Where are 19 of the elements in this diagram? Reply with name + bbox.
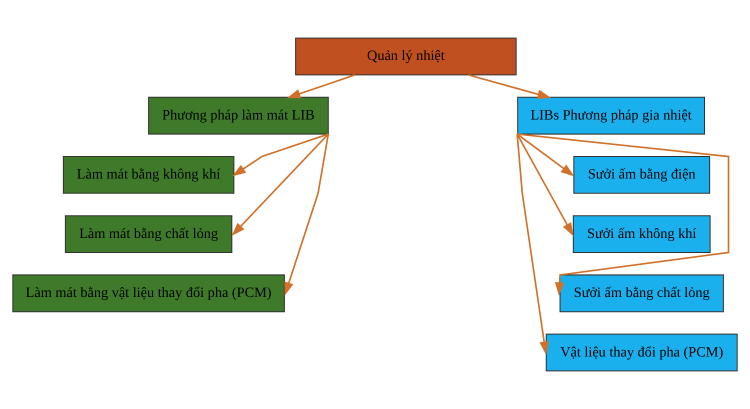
node-box: Sưởi ấm bằng điện	[573, 156, 710, 194]
node-box: Phương pháp làm mát LIB	[148, 96, 329, 135]
node-box: Sưởi ấm không khí	[572, 215, 711, 253]
arrow	[516, 133, 574, 176]
node-box: Sưởi ấm bằng chất lỏng	[560, 274, 724, 312]
arrow	[517, 133, 730, 296]
node-box: Làm mát bằng vật liệu thay đổi pha (PCM)	[12, 274, 285, 312]
arrow	[468, 74, 552, 99]
arrow	[232, 133, 329, 176]
arrow	[232, 134, 329, 236]
node-box: Làm mát bằng chất lỏng	[64, 215, 232, 253]
node-box: Quản lý nhiệt	[295, 38, 517, 76]
arrow	[284, 134, 330, 296]
arrow	[286, 74, 355, 98]
node-box: Vật liệu thay đổi pha (PCM)	[546, 334, 738, 372]
arrow	[516, 134, 574, 236]
node-box: LIBs Phương pháp gia nhiệt	[517, 96, 706, 135]
arrow	[516, 134, 549, 355]
node-box: Làm mát bằng không khí	[62, 156, 234, 194]
